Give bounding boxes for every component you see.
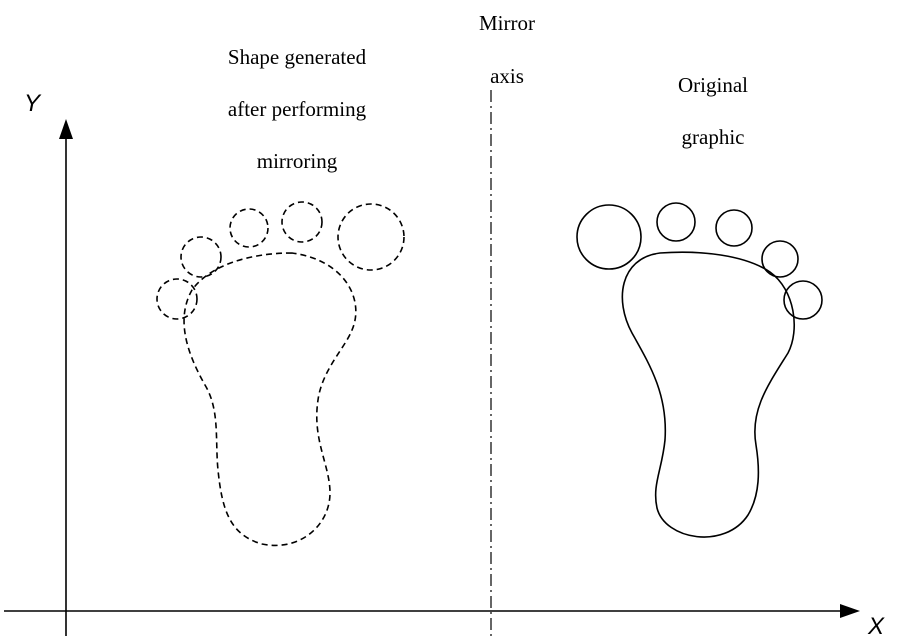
original-toe-big — [576, 204, 642, 270]
x-axis-arrowhead — [840, 604, 860, 618]
mirrored-toe-5 — [156, 278, 198, 320]
mirror-axis-label-line1: Mirror — [479, 11, 535, 35]
mirrored-shape-label: Shape generated after performing mirrori… — [228, 45, 367, 173]
mirrored-label-line1: Shape generated — [228, 45, 367, 69]
original-toe-5 — [783, 280, 823, 320]
original-toe-4 — [761, 240, 799, 278]
original-footprint — [576, 202, 823, 538]
mirrored-toe-4 — [180, 236, 222, 278]
original-toe-2 — [656, 202, 696, 242]
original-label-line2: graphic — [682, 125, 745, 149]
x-axis-label: X — [867, 613, 885, 640]
original-shape-label: Original graphic — [678, 73, 748, 149]
mirrored-label-line2: after performing — [228, 97, 367, 121]
mirrored-toe-3 — [229, 208, 269, 248]
original-toe-3 — [715, 209, 753, 247]
mirror-axis: Mirror axis — [479, 11, 535, 636]
y-axis-arrowhead — [59, 119, 73, 139]
mirrored-toe-big — [337, 203, 405, 271]
coordinate-axes: Y X — [4, 90, 885, 640]
original-foot-sole — [621, 251, 795, 538]
original-label-line1: Original — [678, 73, 748, 97]
mirrored-footprint — [156, 201, 405, 547]
mirror-axis-label-line2: axis — [490, 64, 524, 88]
mirrored-label-line3: mirroring — [257, 149, 338, 173]
y-axis-label: Y — [24, 90, 42, 117]
mirrored-toe-2 — [281, 201, 323, 243]
mirrored-foot-sole — [183, 252, 357, 547]
